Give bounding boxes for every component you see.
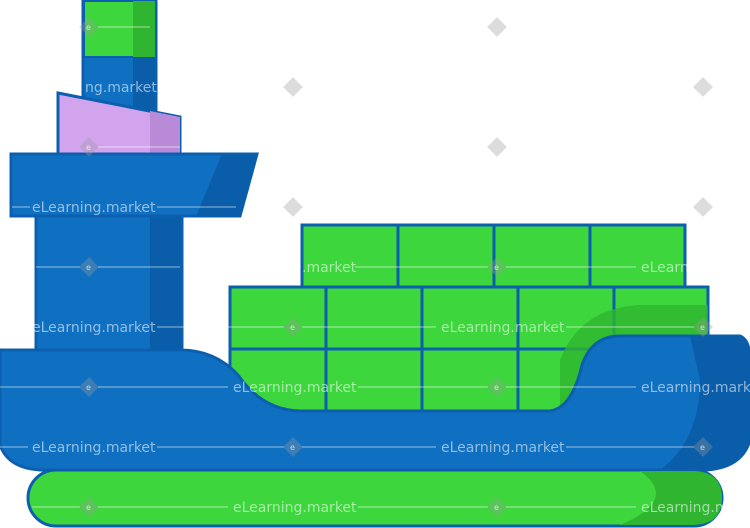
svg-text:e: e (86, 383, 91, 392)
svg-text:e: e (86, 503, 91, 512)
svg-text:e: e (494, 383, 499, 392)
container (420, 285, 520, 351)
watermark-text: eLearning.market (32, 440, 156, 456)
watermark-text: .market (302, 260, 357, 276)
svg-text:e: e (290, 323, 295, 332)
svg-text:e: e (494, 263, 499, 272)
svg-text:e: e (290, 443, 295, 452)
watermark-text: eLearning.market (32, 320, 156, 336)
svg-text:e: e (86, 143, 91, 152)
svg-text:e: e (700, 443, 705, 452)
watermark-text: ng.market (85, 80, 157, 96)
container (420, 347, 520, 413)
container (396, 223, 496, 289)
watermark-text: eLearning.market (641, 500, 750, 516)
watermark-overlay: e ng.market e eLearning.market e .market… (0, 17, 750, 517)
watermark-text: eLearning.market (32, 200, 156, 216)
background-watermark-marks (283, 17, 713, 217)
watermark-text: eLearn (641, 260, 689, 276)
ship-funnel (81, 0, 158, 114)
svg-text:e: e (494, 503, 499, 512)
container (324, 285, 424, 351)
container (588, 223, 687, 289)
superstructure-tower (34, 212, 184, 356)
watermark-text: eLearning.market (233, 500, 357, 516)
watermark-text: eLearning.market (441, 320, 565, 336)
container (228, 285, 328, 351)
bridge-deck (9, 152, 259, 218)
svg-text:e: e (86, 23, 91, 32)
container (300, 223, 400, 289)
watermark-text: eLearning.market (641, 380, 750, 396)
watermark-text: eLearning.market (233, 380, 357, 396)
container (492, 223, 592, 289)
ship-keel (26, 468, 724, 528)
ship-hull (0, 334, 750, 472)
svg-text:e: e (700, 323, 705, 332)
svg-text:e: e (86, 263, 91, 272)
watermark-text: eLearning.market (441, 440, 565, 456)
